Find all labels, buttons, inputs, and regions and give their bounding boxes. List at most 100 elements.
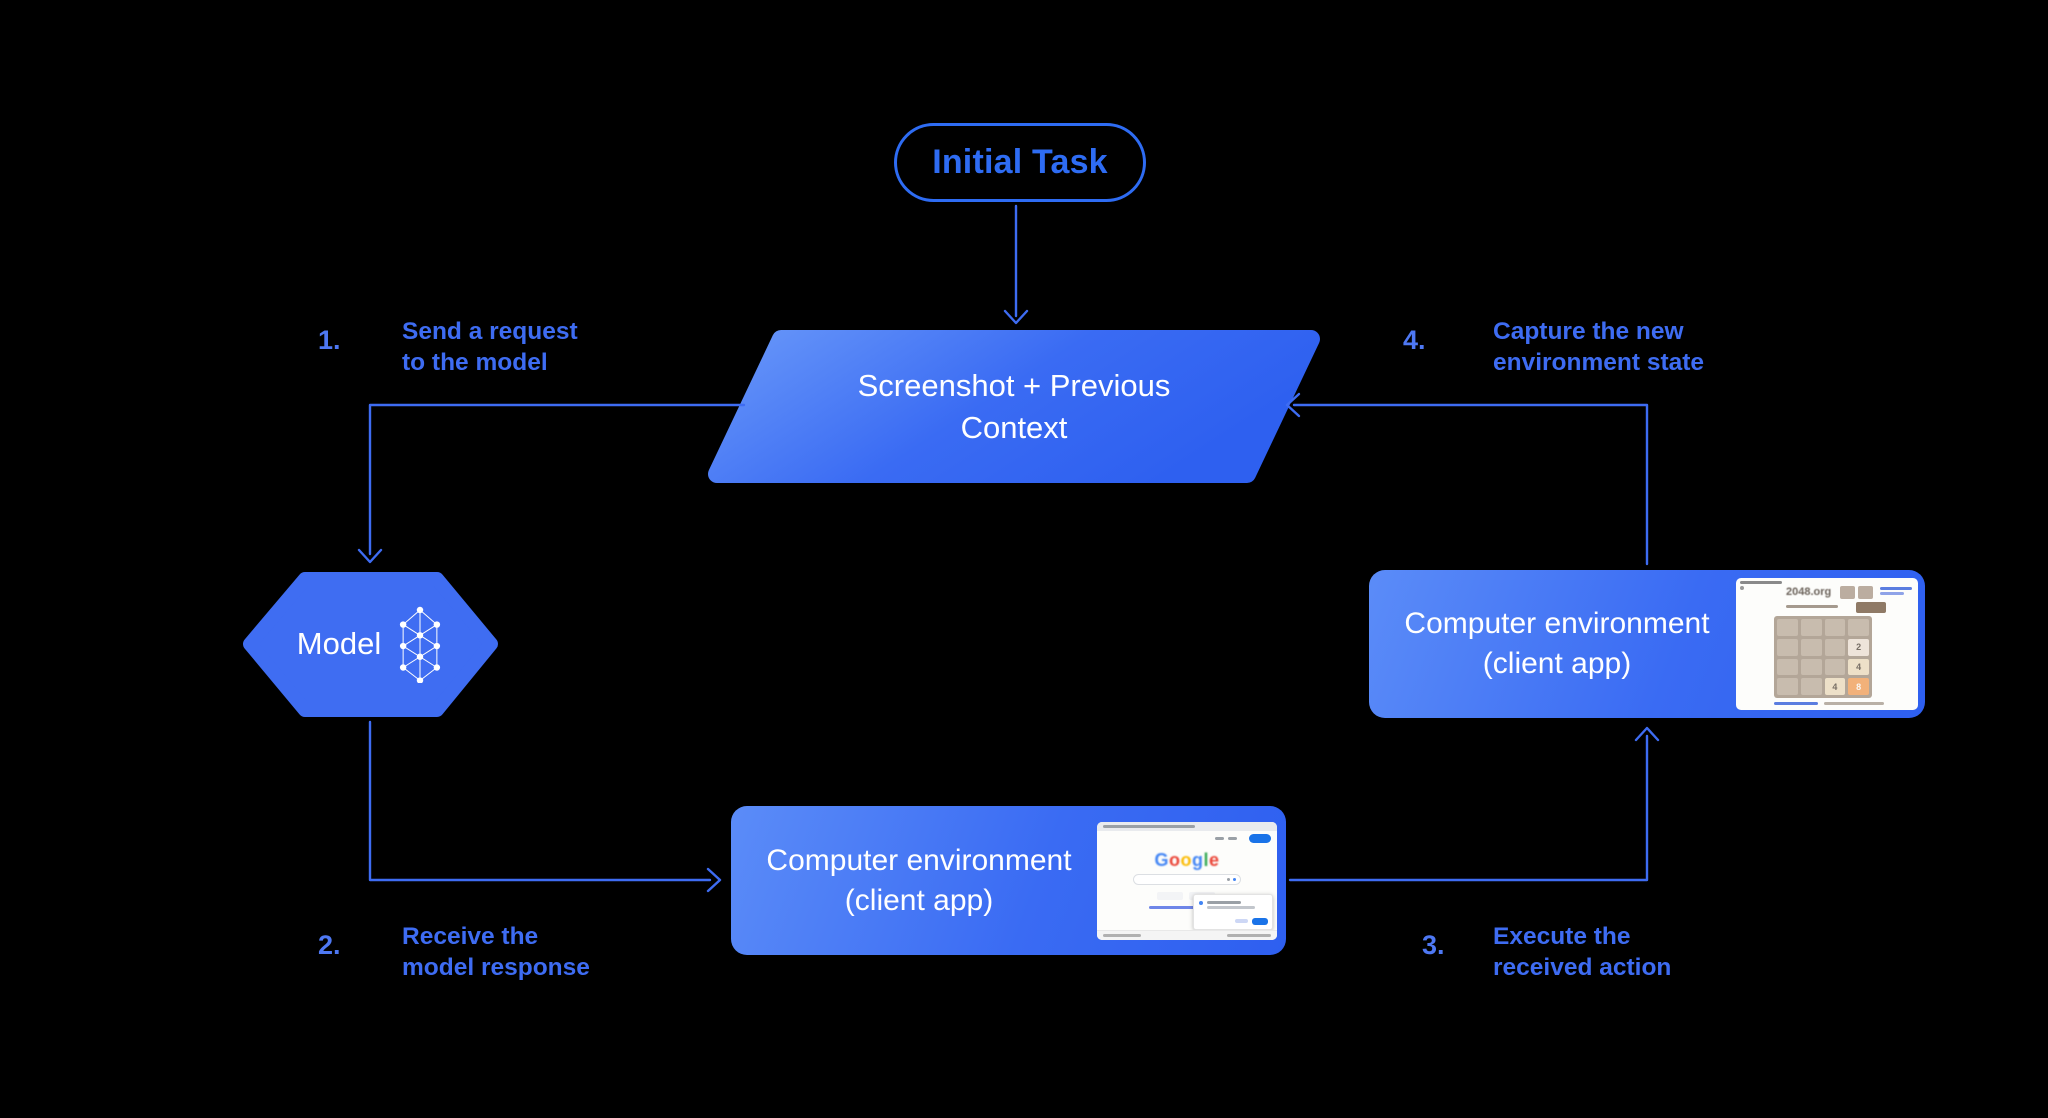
blurred-footer-links: [1227, 934, 1271, 937]
model-node: Model: [250, 580, 490, 708]
empty-cell: [1824, 658, 1846, 676]
step-number-2: 2.: [318, 930, 341, 960]
arrowhead-step-1: [357, 548, 383, 564]
step-1-line2: to the model: [402, 349, 548, 376]
empty-cell: [1777, 658, 1798, 676]
computer-environment-node-bottom: Computer environment (client app) Google: [731, 806, 1286, 955]
env-bottom-line1: Computer environment: [766, 843, 1072, 877]
lens-icon: [1227, 878, 1230, 881]
blurred-dialog-text: [1207, 901, 1241, 904]
browser-icon: [1740, 586, 1744, 590]
computer-environment-title: Computer environment (client app): [1377, 570, 1737, 718]
empty-cell: [1824, 638, 1846, 656]
footer-bar: [1097, 930, 1277, 940]
best-score-box: [1858, 586, 1873, 599]
customize-button: [1235, 919, 1248, 923]
screenshot-context-line1: Screenshot + Previous: [857, 368, 1171, 403]
new-game-button: [1856, 602, 1886, 613]
computer-environment-node-right: Computer environment (client app) 2048.o…: [1369, 570, 1925, 718]
google-logo-letter: o: [1168, 850, 1181, 870]
arrow-step-2: [368, 720, 712, 882]
score-box: [1840, 586, 1855, 599]
blurred-link-line: [1774, 702, 1818, 705]
empty-cell: [1777, 619, 1798, 636]
arrowhead-step-3: [1634, 726, 1660, 742]
blurred-menu-text: [1228, 837, 1237, 840]
blurred-link-line: [1149, 906, 1225, 909]
arrow-step-4: [1292, 403, 1649, 566]
model-hexagon-shape: [243, 572, 498, 717]
browser-tab-bar: [1740, 581, 1782, 584]
arrow-step-3: [1288, 734, 1649, 882]
neural-network-icon: [400, 606, 441, 683]
step-3-line2: received action: [1493, 954, 1672, 981]
step-1-line1: Send a request: [402, 318, 578, 345]
empty-cell: [1824, 619, 1846, 636]
cookie-consent-dialog: [1193, 894, 1273, 930]
google-logo-letter: l: [1203, 850, 1209, 870]
step-label-3: Execute the received action: [1493, 921, 1671, 983]
step-label-2: Receive the model response: [402, 921, 590, 983]
empty-cell: [1777, 678, 1798, 695]
google-logo-letter: o: [1180, 850, 1192, 870]
step-number-3: 3.: [1422, 930, 1445, 960]
mic-icon: [1233, 878, 1236, 881]
google-search-button: [1157, 892, 1183, 900]
computer-environment-title: Computer environment (client app): [739, 806, 1099, 955]
step-4-line2: environment state: [1493, 349, 1705, 376]
blurred-menu-text: [1215, 837, 1224, 840]
step-4-line1: Capture the new: [1493, 318, 1684, 345]
step-2-line2: model response: [402, 954, 590, 981]
search-input: [1133, 874, 1241, 885]
tile-2: 2: [1848, 638, 1869, 656]
blurred-footer-links: [1103, 934, 1141, 937]
env-right-line1: Computer environment: [1404, 607, 1710, 640]
env-right-line2: (client app): [1482, 647, 1632, 680]
step-number-1: 1.: [318, 325, 341, 355]
blurred-link-line: [1880, 592, 1904, 595]
sign-in-button: [1249, 834, 1271, 843]
blurred-text-line: [1786, 605, 1838, 608]
step-label-4: Capture the new environment state: [1493, 316, 1704, 378]
screenshot-context-line2: Context: [960, 410, 1068, 445]
blurred-link-line: [1880, 587, 1912, 590]
screenshot-context-shape: [708, 330, 1320, 483]
arrowhead-step-4: [1285, 392, 1301, 418]
site-title: 2048.org: [1786, 586, 1832, 598]
step-label-1: Send a request to the model: [402, 316, 578, 378]
initial-task-label: Initial Task: [932, 143, 1108, 181]
blurred-dialog-text: [1207, 906, 1255, 909]
accept-all-button: [1252, 918, 1268, 925]
step-3-line1: Execute the: [1493, 923, 1631, 950]
arrow-step-1: [368, 403, 746, 556]
empty-cell: [1800, 619, 1822, 636]
empty-cell: [1800, 658, 1822, 676]
google-logo-letter: g: [1191, 850, 1204, 870]
tile-4: 4: [1848, 658, 1869, 676]
google-search-screenshot: Google: [1097, 822, 1277, 940]
tile-4: 4: [1824, 678, 1846, 695]
step-number-4: 4.: [1403, 325, 1426, 355]
model-label: Model: [296, 626, 382, 661]
screenshot-context-node: Screenshot + Previous Context: [744, 332, 1284, 482]
arrowhead-step-2: [706, 867, 722, 893]
empty-cell: [1800, 678, 1822, 695]
empty-cell: [1800, 638, 1822, 656]
browser-address-bar: [1097, 822, 1277, 831]
arrowhead-task-to-context: [1003, 309, 1029, 325]
step-2-line1: Receive the: [402, 923, 539, 950]
google-logo: Google: [1097, 850, 1277, 871]
initial-task-node: Initial Task: [894, 123, 1146, 202]
blurred-url-text: [1103, 825, 1195, 828]
empty-cell: [1848, 619, 1869, 636]
empty-cell: [1777, 638, 1798, 656]
google-logo-letter: G: [1154, 850, 1169, 870]
env-bottom-line2: (client app): [844, 883, 994, 917]
dialog-icon: [1199, 901, 1203, 905]
google-logo-letter: e: [1209, 850, 1220, 870]
blurred-text-line: [1824, 702, 1884, 705]
